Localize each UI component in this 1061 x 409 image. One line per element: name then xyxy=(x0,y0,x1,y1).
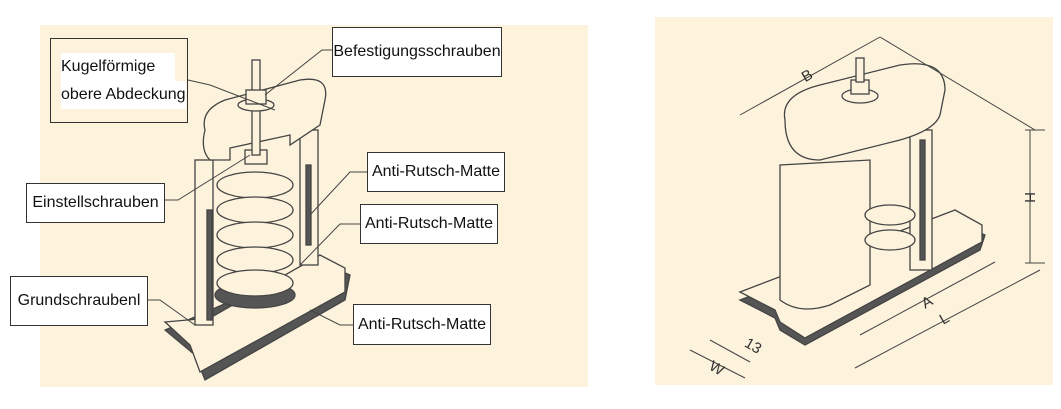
label-top-cover-line2: obere Abdeckung xyxy=(61,80,186,109)
dimension-lines xyxy=(689,36,1045,379)
base-plate xyxy=(163,254,346,373)
label-fixing-screws: Befestigungsschrauben xyxy=(332,27,502,77)
label-anti-slip-mat-3: Anti-Rutsch-Matte xyxy=(353,304,491,345)
label-anti-slip-mat-2: Anti-Rutsch-Matte xyxy=(360,204,498,244)
label-base-bolt-hole: Grundschraubenl xyxy=(10,276,148,326)
right-spring-mount xyxy=(738,57,986,346)
dimension-w-label: W xyxy=(706,358,727,380)
side-mat xyxy=(919,139,926,261)
inner-mat-right xyxy=(305,164,312,246)
spring-coil xyxy=(864,229,916,251)
stud xyxy=(855,57,865,83)
leader-lines xyxy=(148,49,367,326)
dimension-l-label: L xyxy=(937,309,953,328)
housing-body xyxy=(779,159,871,310)
inner-mat-left xyxy=(206,209,213,321)
fixing-nut xyxy=(245,89,267,105)
label-anti-slip-mat-1: Anti-Rutsch-Matte xyxy=(367,152,505,192)
dimension-slot-label: 13 xyxy=(741,335,764,358)
label-top-cover: Kugelförmige obere Abdeckung xyxy=(50,38,188,123)
spring-coil xyxy=(864,204,916,226)
spring-coils xyxy=(216,171,294,297)
dimension-h-label: H xyxy=(1021,192,1038,203)
top-cover xyxy=(783,63,946,161)
spherical-top-cover xyxy=(202,78,327,161)
label-adjusting-screws: Einstellschrauben xyxy=(26,183,165,223)
left-spring-mount-cutaway xyxy=(163,59,351,381)
dimension-b-label: B xyxy=(799,66,816,86)
label-top-cover-line1: Kugelförmige xyxy=(61,52,176,81)
